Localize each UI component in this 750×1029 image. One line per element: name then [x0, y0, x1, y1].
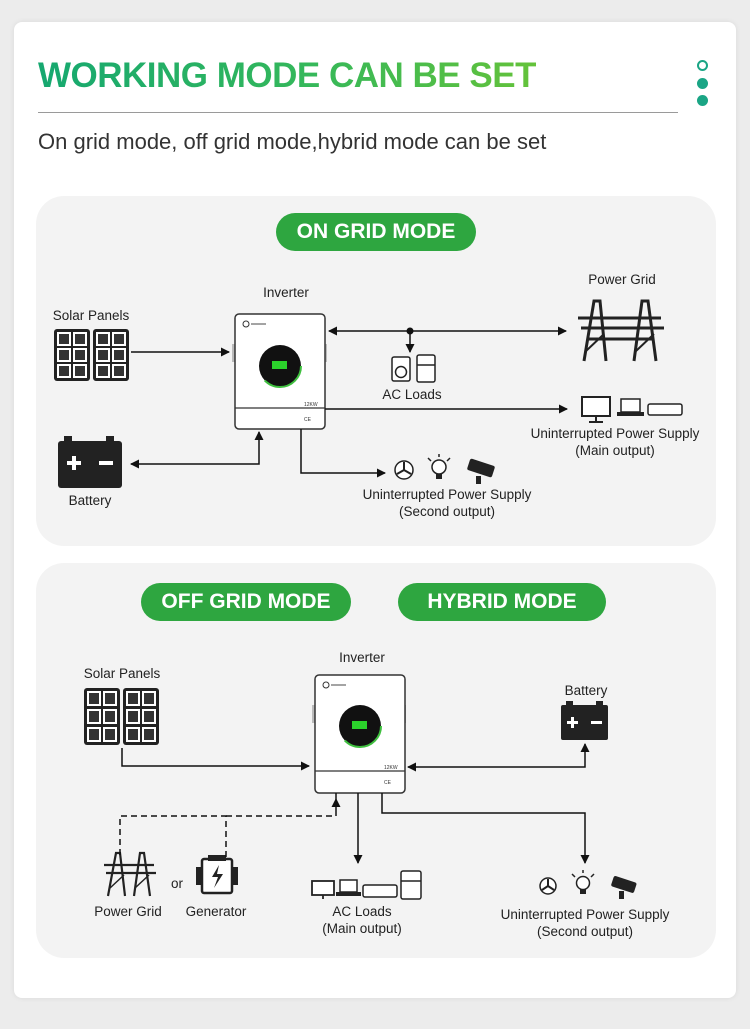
title-divider [38, 112, 678, 113]
ac-loads-icon [311, 870, 422, 900]
inverter-battery-arrow [407, 743, 590, 772]
dot-filled [697, 78, 708, 89]
dot-filled [697, 95, 708, 106]
to-ups-second-arrow [381, 793, 590, 864]
inverter-battery-arrow [130, 431, 264, 469]
svg-text:CE: CE [304, 417, 312, 423]
solar-panels-label: Solar Panels [84, 666, 161, 681]
ups-main-icons [581, 396, 683, 423]
on-grid-mode-pill: ON GRID MODE [276, 213, 476, 251]
inverter-label: Inverter [339, 650, 385, 665]
or-label: or [171, 876, 184, 891]
ups-second-label-line2: (Second output) [537, 924, 633, 939]
ups-main-label-line2: (Main output) [575, 443, 655, 458]
ups-second-label-line1: Uninterrupted Power Supply [363, 487, 532, 502]
battery-label: Battery [565, 683, 608, 698]
svg-text:12KW: 12KW [304, 402, 318, 408]
ups-main-label-line1: Uninterrupted Power Supply [531, 426, 700, 441]
ups-second-label-line1: Uninterrupted Power Supply [501, 907, 670, 922]
page-title: WORKING MODE CAN BE SET [38, 56, 536, 95]
inverter-label: Inverter [263, 285, 309, 300]
solar-to-inverter-arrow [121, 748, 310, 771]
inverter-icon: 12KW CE [232, 313, 327, 430]
ups-second-icons [394, 454, 495, 484]
dot-outline [697, 60, 708, 71]
ac-loads-label: AC Loads [382, 387, 442, 402]
battery-label: Battery [69, 493, 112, 508]
solar-panels-label: Solar Panels [53, 308, 130, 323]
power-grid-label: Power Grid [94, 904, 162, 919]
grid-generator-dashed-line [119, 815, 227, 857]
on-grid-diagram: Solar Panels 12KW CE Inverter Battery [53, 272, 700, 519]
svg-text:CE: CE [384, 780, 392, 786]
svg-text:12KW: 12KW [384, 765, 398, 771]
power-grid-icon [104, 851, 156, 897]
power-grid-label: Power Grid [588, 272, 656, 287]
off-grid-hybrid-panel: OFF GRID MODE HYBRID MODE [36, 563, 716, 958]
page-subtitle: On grid mode, off grid mode,hybrid mode … [38, 129, 547, 154]
battery-icon [58, 436, 122, 488]
on-grid-panel: ON GRID MODE Solar Pan [36, 196, 716, 546]
solar-panels-icon [84, 688, 159, 745]
battery-icon [561, 701, 608, 740]
ac-loads-label-line1: AC Loads [332, 904, 392, 919]
off-grid-mode-pill: OFF GRID MODE [141, 583, 351, 621]
to-ups-second-arrow [300, 429, 386, 478]
solar-panels-icon [54, 329, 129, 381]
power-grid-icon [578, 299, 664, 362]
ups-second-label-line2: (Second output) [399, 504, 495, 519]
ups-second-icons [539, 870, 637, 899]
generator-icon [196, 855, 238, 895]
generator-label: Generator [186, 904, 247, 919]
off-grid-hybrid-diagram: Solar Panels 12KW CE Inverter Battery [84, 650, 670, 939]
hybrid-mode-pill: HYBRID MODE [398, 583, 606, 621]
decorative-dots [696, 58, 710, 108]
ac-loads-icon [391, 354, 436, 383]
ac-loads-label-line2: (Main output) [322, 921, 402, 936]
inverter-icon: 12KW CE [312, 674, 406, 794]
junction-dot [406, 327, 414, 335]
